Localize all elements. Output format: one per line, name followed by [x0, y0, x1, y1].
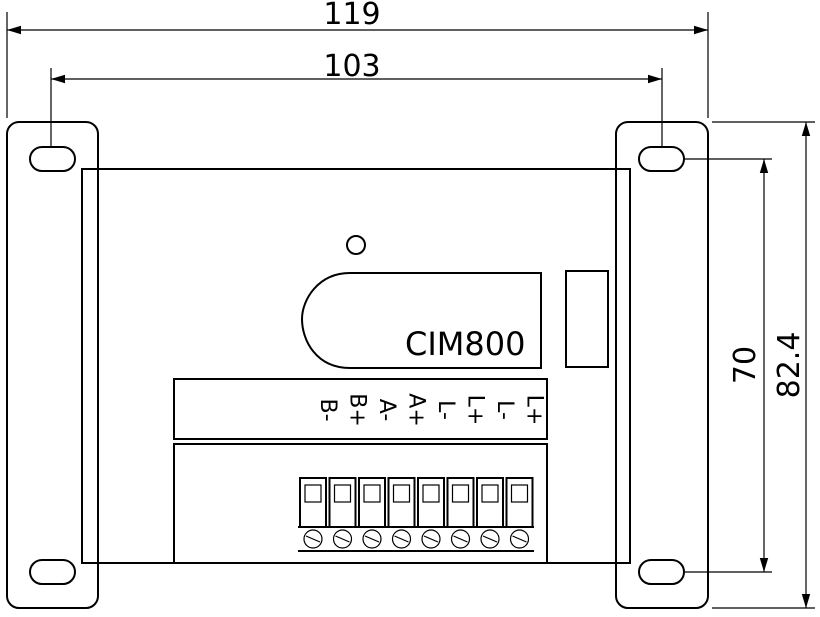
terminal-screw-slot: [453, 535, 468, 543]
terminal-slot: [328, 477, 357, 528]
mounting-hole-top-left: [29, 146, 76, 172]
overall-height-value: 82.4: [772, 332, 807, 399]
terminal-block: [299, 477, 534, 549]
device-model-label: CIM800: [405, 325, 525, 363]
terminal-label: L+: [463, 395, 488, 426]
terminal-label: A+: [404, 393, 429, 426]
terminal-label: L+: [522, 395, 547, 426]
terminal-labels: B-B+A-A+L-L+L-L+: [315, 393, 547, 427]
terminal-screw-slot: [423, 535, 439, 543]
terminal-slot: [505, 477, 534, 528]
side-connector: [565, 270, 609, 368]
terminal-label: B+: [345, 393, 370, 427]
terminal-slot: [299, 477, 327, 528]
terminal-screw-slot: [305, 535, 321, 543]
mounting-hole-top-right: [638, 146, 685, 172]
terminal-label: A-: [374, 399, 399, 422]
terminal-slot: [358, 477, 386, 528]
terminal-label-panel: [173, 378, 548, 440]
device-body: [81, 168, 631, 564]
terminal-slot: [476, 477, 504, 528]
terminal-opening: [481, 484, 499, 503]
terminal-screw-slot: [394, 535, 409, 543]
dimension-overall-height: 82.4: [712, 121, 815, 609]
terminal-screw: [303, 529, 323, 549]
terminal-opening: [451, 484, 470, 503]
terminal-opening: [392, 484, 411, 503]
terminal-screw-slot: [364, 535, 380, 543]
terminal-opening: [363, 484, 381, 503]
dimension-hole-spacing-height: 70: [685, 158, 772, 573]
terminal-label: L-: [492, 400, 517, 420]
terminal-opening: [510, 484, 529, 503]
mounting-hole-bottom-right: [638, 559, 685, 585]
terminal-screw: [450, 529, 471, 549]
terminal-screw: [332, 529, 353, 549]
terminal-screw: [480, 529, 500, 549]
hole-spacing-width-value: 103: [323, 49, 380, 84]
terminal-screw-slot: [512, 535, 527, 543]
terminal-opening: [333, 484, 352, 503]
terminal-screw: [391, 529, 412, 549]
terminal-block-housing: [173, 443, 548, 563]
label-window: [300, 272, 542, 369]
overall-width-value: 119: [323, 0, 380, 32]
mounting-hole-bottom-left: [29, 559, 76, 585]
terminal-slot: [417, 477, 445, 528]
hole-spacing-height-value: 70: [728, 346, 763, 384]
dimension-hole-spacing-width: 103: [50, 49, 663, 146]
terminal-label: B-: [315, 398, 340, 421]
terminal-screw-slot: [335, 535, 350, 543]
terminal-screw: [362, 529, 382, 549]
terminal-slot: [446, 477, 475, 528]
terminal-opening: [304, 484, 322, 503]
terminal-screw-slot: [482, 535, 498, 543]
terminal-opening: [422, 484, 440, 503]
terminal-label: L-: [433, 400, 458, 420]
left-mounting-plate: [6, 121, 99, 609]
dimension-overall-width: 119: [6, 0, 709, 118]
terminal-screw: [421, 529, 441, 549]
led-indicator: [346, 235, 366, 255]
terminal-slot: [387, 477, 416, 528]
terminal-screw: [509, 529, 530, 549]
